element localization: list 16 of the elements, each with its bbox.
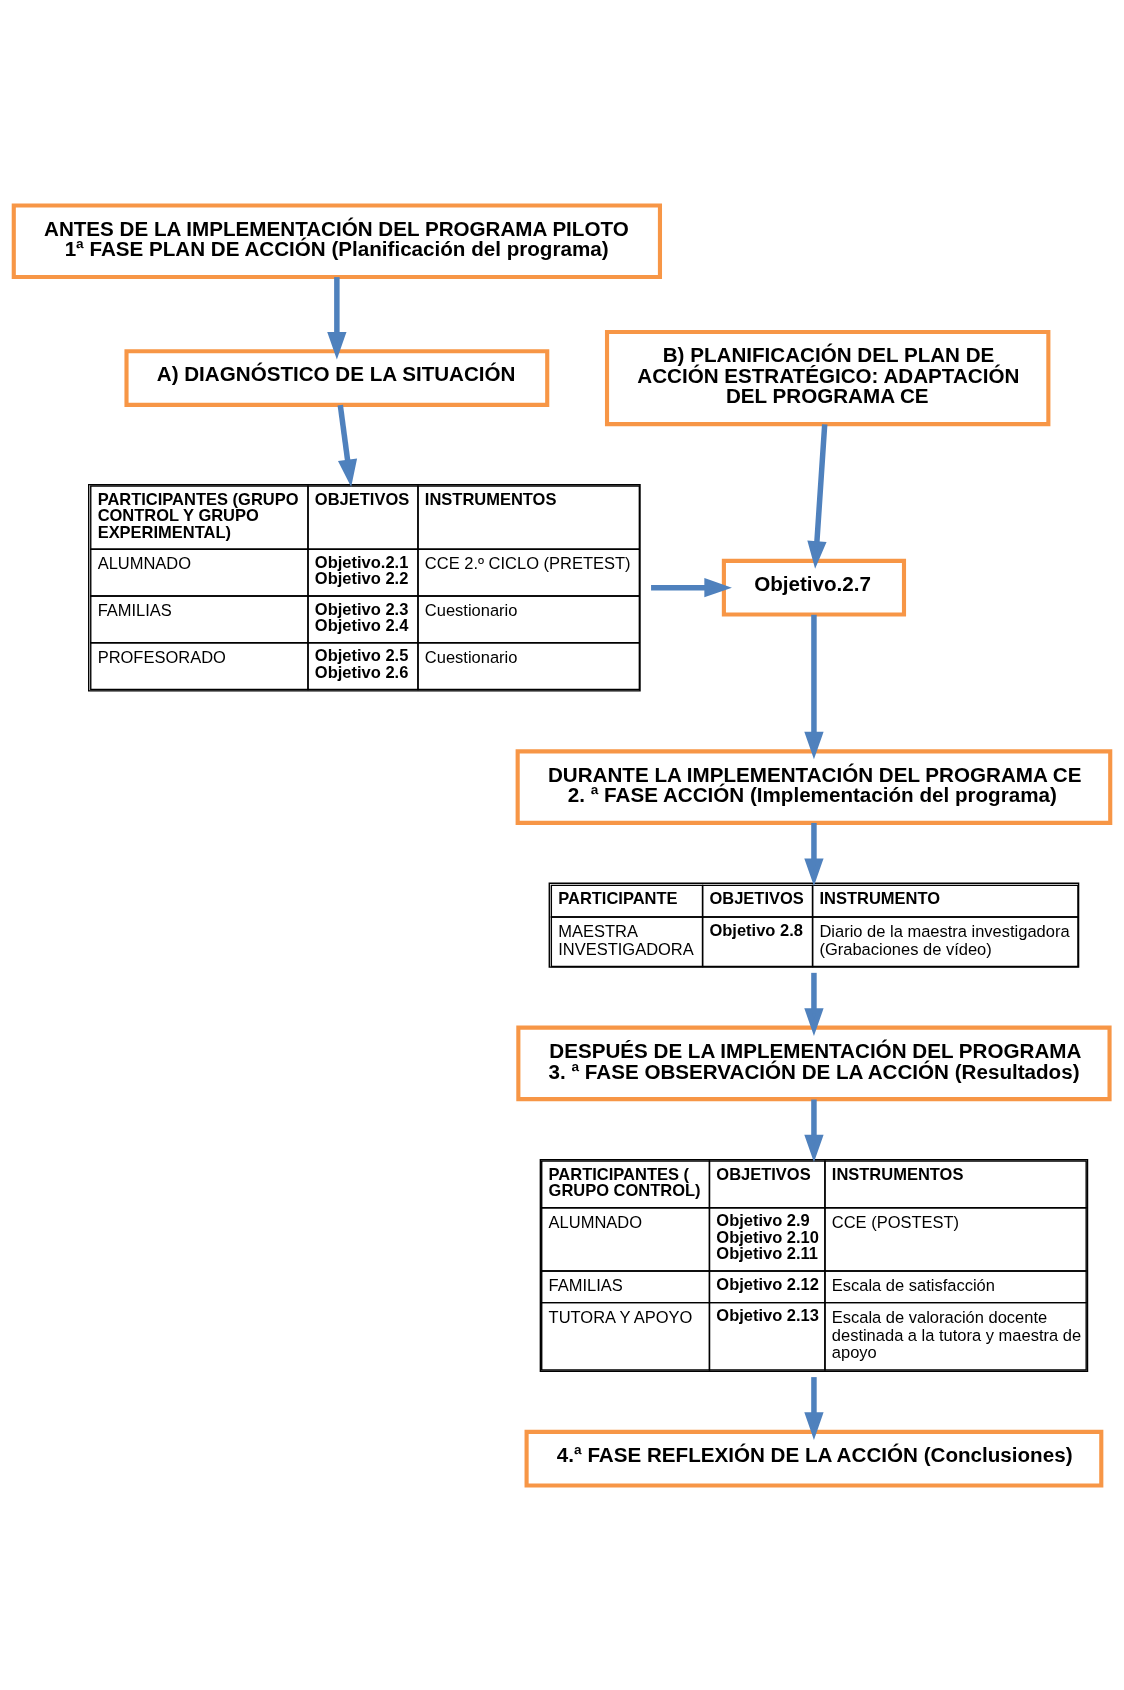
arrow	[807, 423, 828, 569]
node-box: DURANTE LA IMPLEMENTACIÓN DEL PROGRAMA CE 2. ª FASE ACCIÓN (Implementación del programa)	[515, 748, 1113, 825]
arrow	[804, 822, 824, 886]
arrow	[651, 577, 732, 597]
node-box: A) DIAGNÓSTICO DE LA SITUACIÓN	[124, 348, 550, 407]
arrow	[804, 1099, 824, 1162]
node-box: B) PLANIFICACIÓN DEL PLAN DE ACCIÓN ESTRATÉGICO: ADAPTACIÓN DEL PROGRAMA CE	[604, 329, 1051, 426]
arrow	[337, 404, 358, 487]
node-box: DESPUÉS DE LA IMPLEMENTACIÓN DEL PROGRAMA 3. ª FASE OBSERVACIÓN DE LA ACCIÓN (Resultados)	[516, 1025, 1112, 1101]
arrow	[804, 972, 824, 1036]
node-box: 4.ª FASE REFLEXIÓN DE LA ACCIÓN (Conclusiones)	[524, 1429, 1104, 1488]
arrow	[327, 276, 347, 359]
node-box: Objetivo.2.7	[721, 558, 907, 617]
node-box: ANTES DE LA IMPLEMENTACIÓN DEL PROGRAMA PILOTO 1ª FASE PLAN DE ACCIÓN (Planificación del programa)	[11, 202, 662, 279]
arrow	[804, 1376, 824, 1440]
arrow	[804, 614, 824, 759]
